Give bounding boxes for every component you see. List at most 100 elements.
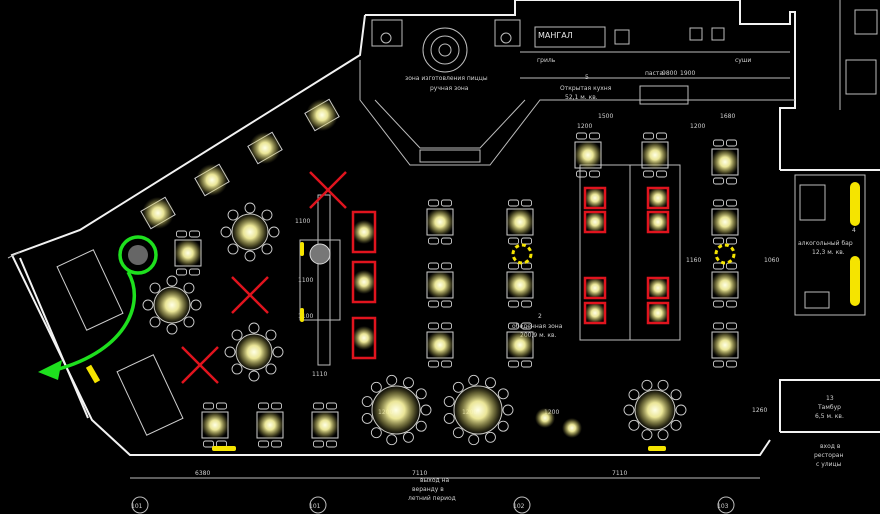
bar-room: [794, 174, 866, 316]
green-arrow-icon: [54, 271, 137, 372]
chair: [521, 262, 532, 270]
chair: [508, 360, 519, 368]
pendant-lamp-icon: [505, 330, 535, 360]
chair: [468, 374, 480, 386]
chair: [190, 299, 202, 311]
lamps-layer: [142, 99, 740, 440]
chair: [713, 237, 724, 245]
service-equipment-2: [854, 9, 878, 35]
yellow-highlight: [212, 446, 236, 451]
axis-label-0: 101: [131, 503, 143, 510]
chair: [656, 132, 667, 140]
entrance-line-1: вход в: [820, 443, 841, 450]
veranda-line-3: летний период: [408, 495, 456, 502]
entrance-line-3: с улицы: [816, 461, 842, 468]
sink-left-bowl: [380, 32, 392, 44]
kitchen: МАНГАЛ гриль паста суши зона изготовлени…: [359, 19, 795, 166]
chair: [227, 209, 239, 221]
chair: [216, 402, 227, 410]
bar-fridge: [804, 291, 830, 309]
pendant-lamp-icon: [640, 140, 670, 170]
chair: [220, 226, 232, 238]
chair: [576, 170, 587, 178]
pendant-lamp-icon: [584, 277, 606, 299]
chair: [428, 360, 439, 368]
pendant-lamp-icon: [425, 270, 455, 300]
chair: [258, 402, 269, 410]
pendant-lamp-icon: [710, 207, 740, 237]
axis-label-2: 102: [513, 503, 525, 510]
red-highlight-box: [646, 301, 670, 325]
chair: [713, 262, 724, 270]
axis-label-1: 101: [309, 503, 321, 510]
sushi-label: суши: [735, 57, 751, 64]
chair: [415, 420, 427, 432]
chair: [441, 300, 452, 308]
chair: [485, 431, 496, 443]
bar-shelf: [799, 184, 826, 221]
dimensions: 1100 1100 1100 1110 1200 1260 1060 1160 …: [130, 70, 779, 479]
chair: [452, 427, 464, 439]
large-table-left-2: [116, 354, 184, 436]
chair: [443, 413, 455, 424]
axis-label-3: 103: [717, 503, 729, 510]
pendant-lamp-icon: [535, 408, 555, 428]
dimension-3: 1110: [312, 371, 327, 378]
chair: [628, 389, 640, 401]
chair: [189, 268, 200, 276]
chair: [441, 237, 452, 245]
kitchen-island: [639, 85, 689, 105]
kitchen-appliance: [614, 29, 630, 45]
chair: [248, 370, 260, 382]
red-highlight-box: [351, 210, 377, 254]
chair: [189, 230, 200, 238]
pendant-lamp-icon: [310, 410, 340, 440]
chair: [441, 262, 452, 270]
chair: [497, 388, 509, 400]
pendant-lamp-icon: [153, 286, 191, 324]
chair: [726, 199, 737, 207]
yellow-highlight: [300, 242, 304, 256]
bar-area: 12,3 м. кв.: [812, 249, 845, 256]
mangal-counter: [534, 26, 606, 48]
chair: [203, 402, 214, 410]
dimension-1: 1100: [298, 277, 313, 284]
chair: [361, 413, 373, 424]
wall-vestibule-top: [779, 379, 880, 432]
dining-label: обеденная зона: [512, 323, 563, 330]
axis-circle-1: [309, 496, 327, 514]
chair: [713, 360, 724, 368]
chair: [726, 177, 737, 185]
axis-markers: 101 101 102 103: [131, 496, 735, 514]
chair: [508, 237, 519, 245]
chair: [726, 322, 737, 330]
bar-zone: 4 алкогольный бар 12,3 м. кв.: [794, 174, 866, 316]
chair: [713, 199, 724, 207]
chair: [508, 322, 519, 330]
chair: [261, 209, 273, 221]
chair: [726, 262, 737, 270]
banquette-block: [299, 239, 341, 321]
chair: [628, 419, 640, 431]
chair: [224, 346, 236, 358]
chair: [403, 377, 414, 389]
chair: [589, 132, 600, 140]
chair: [361, 396, 373, 407]
veranda-line-2: веранду в: [412, 486, 444, 493]
red-highlight-box: [646, 186, 670, 210]
open-kitchen-number: 5: [585, 74, 589, 81]
chair: [675, 404, 687, 416]
wall-top-right: [515, 0, 796, 170]
pendant-lamp-icon: [710, 147, 740, 177]
chair: [265, 329, 277, 341]
vestibule-label: Тамбур: [817, 404, 841, 411]
dimension-4: 1200: [577, 123, 592, 130]
chair: [166, 275, 178, 287]
banquette-spine: [317, 194, 331, 366]
chair: [428, 322, 439, 330]
chair: [149, 316, 161, 328]
chair: [521, 199, 532, 207]
pendant-lamp-icon: [634, 389, 676, 431]
chair: [386, 374, 398, 386]
dimension-17: 7110: [612, 470, 627, 477]
